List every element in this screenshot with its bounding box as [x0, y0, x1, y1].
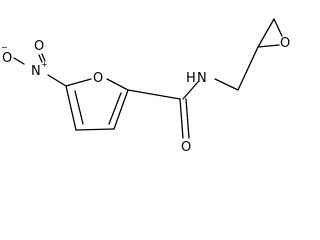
atom-amide-nitrogen: N	[197, 71, 207, 86]
atom-nitro-oxygen: O	[2, 51, 12, 66]
bond-n-ch2	[214, 78, 239, 91]
bond-furan-c4-c5	[65, 85, 77, 131]
bond-furan-c2-c3	[113, 89, 129, 130]
atom-nitro-nitrogen-charge: +	[41, 60, 48, 69]
bond-nitro-n-double-o-b	[38, 54, 43, 63]
atom-furan-oxygen: O	[93, 71, 103, 86]
bond-carbonyl-double-o-b	[185, 98, 190, 139]
bond-ch2-epoxide	[237, 46, 259, 91]
atom-labels: O − N + O O H N O O	[1, 36, 290, 155]
atom-nitro-double-oxygen: O	[34, 39, 44, 54]
atom-carbonyl-oxygen: O	[181, 140, 191, 155]
bond-epoxide-o-c	[257, 44, 280, 48]
molecule-structure: O − N + O O H N O O	[1, 18, 290, 155]
atom-nitro-nitrogen: N	[31, 64, 41, 79]
bond-carbonyl-n	[182, 81, 199, 100]
bond-nitro-n-double-o-a	[41, 53, 46, 62]
bonds	[13, 18, 283, 139]
bond-furan-o1-c2	[106, 78, 129, 91]
bond-c2-carbonyl	[127, 89, 181, 100]
bond-epoxide-c-o	[273, 18, 283, 37]
bond-nitro-n-ring	[47, 74, 67, 87]
bond-carbonyl-double-o-a	[179, 98, 184, 139]
bond-nitro-o-n	[13, 57, 25, 65]
bond-furan-c5-o1	[65, 78, 92, 87]
bond-furan-c4-c5-inner	[74, 90, 84, 125]
bond-furan-c3-c4	[75, 128, 115, 131]
atom-epoxide-oxygen: O	[280, 36, 290, 51]
bond-epoxide-c-c	[257, 18, 275, 48]
atom-nitro-oxygen-charge: −	[1, 43, 8, 52]
bond-furan-c2-c3-inner	[108, 92, 122, 125]
atom-amide-h: H	[186, 71, 196, 86]
